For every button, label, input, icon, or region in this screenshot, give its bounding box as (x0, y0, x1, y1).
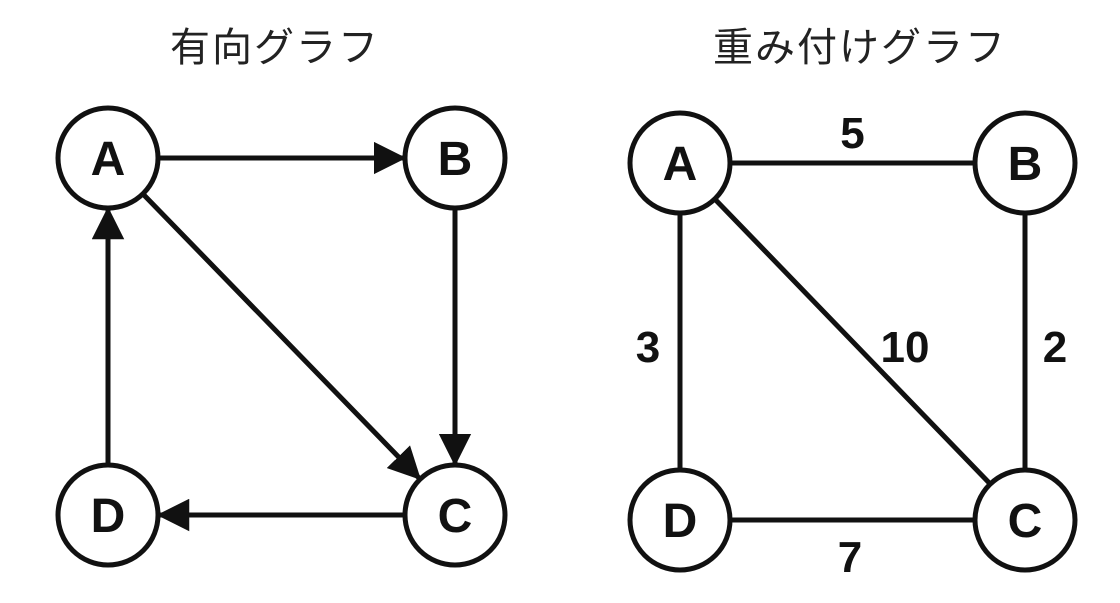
weighted-node-label-b: B (1008, 138, 1043, 191)
directed-graph-title: 有向グラフ (170, 25, 380, 71)
directed-node-label-d: D (91, 490, 126, 543)
weight-label-a-c: 10 (881, 323, 930, 372)
weighted-node-label-c: C (1008, 495, 1043, 548)
directed-node-b (402, 105, 508, 211)
directed-node-label-a: A (91, 133, 126, 186)
weight-label-a-b: 5 (840, 109, 864, 158)
weighted-node-b (972, 110, 1078, 216)
directed-node-label-c: C (438, 490, 473, 543)
directed-node-d (55, 462, 161, 568)
directed-edge-a-c (141, 192, 422, 481)
directed-node-a (55, 105, 161, 211)
weight-label-b-c: 2 (1043, 323, 1067, 372)
weight-label-a-d: 3 (636, 323, 660, 372)
weight-label-d-c: 7 (838, 533, 862, 582)
directed-node-c (402, 462, 508, 568)
weighted-node-label-d: D (663, 495, 698, 548)
directed-graph: A B C D (55, 105, 508, 568)
weighted-graph-title: 重み付けグラフ (713, 25, 1007, 71)
weighted-node-c (972, 467, 1078, 573)
weighted-node-label-a: A (663, 138, 698, 191)
directed-node-label-b: B (438, 133, 473, 186)
weighted-node-d (627, 467, 733, 573)
weighted-edge-a-c (712, 197, 993, 486)
weighted-node-a (627, 110, 733, 216)
weighted-graph: 5 10 2 3 7 A B C D (627, 109, 1078, 582)
